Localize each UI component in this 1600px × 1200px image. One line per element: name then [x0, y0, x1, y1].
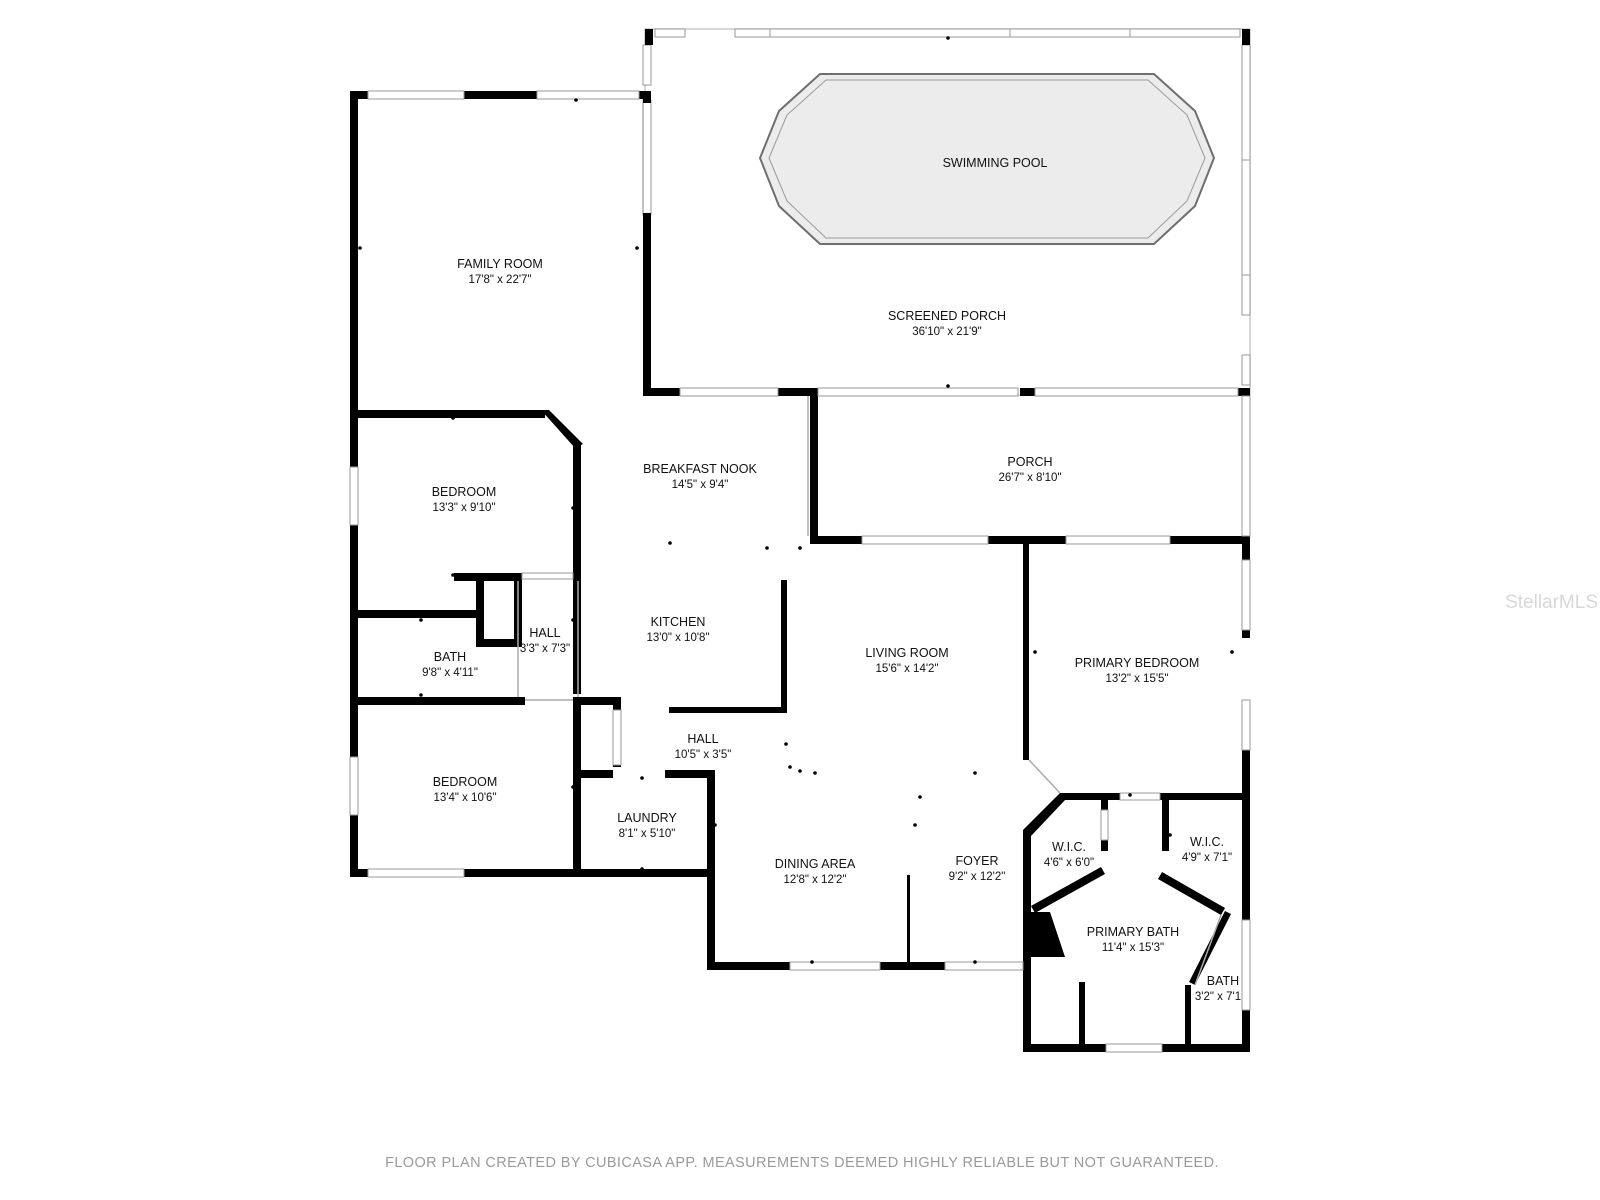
room-name-wic-1: W.I.C.	[1052, 840, 1086, 854]
room-name-primary-bedroom: PRIMARY BEDROOM	[1075, 656, 1200, 670]
room-dim-foyer: 9'2" x 12'2"	[949, 871, 1006, 883]
room-name-bath-1: BATH	[434, 650, 466, 664]
room-name-porch: PORCH	[1007, 455, 1052, 469]
room-name-living-room: LIVING ROOM	[865, 646, 948, 660]
room-dim-bedroom-2: 13'4" x 10'6"	[433, 792, 496, 804]
room-dim-breakfast-nook: 14'5" x 9'4"	[672, 479, 729, 491]
watermark-logo: StellarMLS	[1505, 592, 1598, 613]
room-dim-bedroom-1: 13'3" x 9'10"	[432, 502, 495, 514]
partitions	[517, 103, 1222, 986]
room-dim-family-room: 17'8" x 22'7"	[468, 274, 531, 286]
room-dim-wic-2: 4'9" x 7'1"	[1182, 852, 1232, 864]
room-dim-screened-porch: 36'10" x 21'9"	[912, 326, 981, 338]
room-name-hall-1: HALL	[529, 626, 560, 640]
room-name-bedroom-1: BEDROOM	[432, 485, 497, 499]
floor-plan-disclaimer: FLOOR PLAN CREATED BY CUBICASA APP. MEAS…	[385, 1155, 1219, 1171]
swimming-pool-shape	[758, 73, 1216, 245]
room-name-dining-area: DINING AREA	[775, 857, 856, 871]
room-name-breakfast-nook: BREAKFAST NOOK	[643, 462, 757, 476]
room-name-screened-porch: SCREENED PORCH	[888, 309, 1006, 323]
room-dim-porch: 26'7" x 8'10"	[998, 472, 1061, 484]
room-name-foyer: FOYER	[955, 854, 998, 868]
room-dim-hall-1: 3'3" x 7'3"	[520, 643, 570, 655]
room-name-laundry: LAUNDRY	[617, 811, 677, 825]
room-name-swimming-pool: SWIMMING POOL	[943, 156, 1048, 170]
room-dim-laundry: 8'1" x 5'10"	[619, 828, 676, 840]
room-dim-primary-bedroom: 13'2" x 15'5"	[1105, 673, 1168, 685]
room-dim-hall-2: 10'5" x 3'5"	[675, 749, 732, 761]
room-dim-bath-1: 9'8" x 4'11"	[422, 667, 478, 679]
markers	[358, 36, 1234, 964]
room-name-hall-2: HALL	[687, 732, 718, 746]
windows	[349, 90, 1251, 1053]
room-dim-wic-1: 4'6" x 6'0"	[1044, 857, 1094, 869]
room-labels: SWIMMING POOL FAMILY ROOM 17'8" x 22'7" …	[422, 156, 1241, 1003]
room-dim-dining-area: 12'8" x 12'2"	[783, 874, 846, 886]
room-name-bedroom-2: BEDROOM	[433, 775, 498, 789]
room-dim-primary-bath: 11'4" x 15'3"	[1102, 942, 1164, 954]
room-dim-bath-2: 3'2" x 7'1	[1195, 991, 1241, 1003]
room-name-kitchen: KITCHEN	[651, 615, 706, 629]
room-dim-living-room: 15'6" x 14'2"	[875, 663, 938, 675]
room-name-wic-2: W.I.C.	[1190, 835, 1224, 849]
room-name-primary-bath: PRIMARY BATH	[1087, 925, 1179, 939]
room-dim-kitchen: 13'0" x 10'8"	[646, 632, 709, 644]
room-name-family-room: FAMILY ROOM	[457, 257, 543, 271]
room-name-bath-2: BATH	[1207, 974, 1239, 988]
